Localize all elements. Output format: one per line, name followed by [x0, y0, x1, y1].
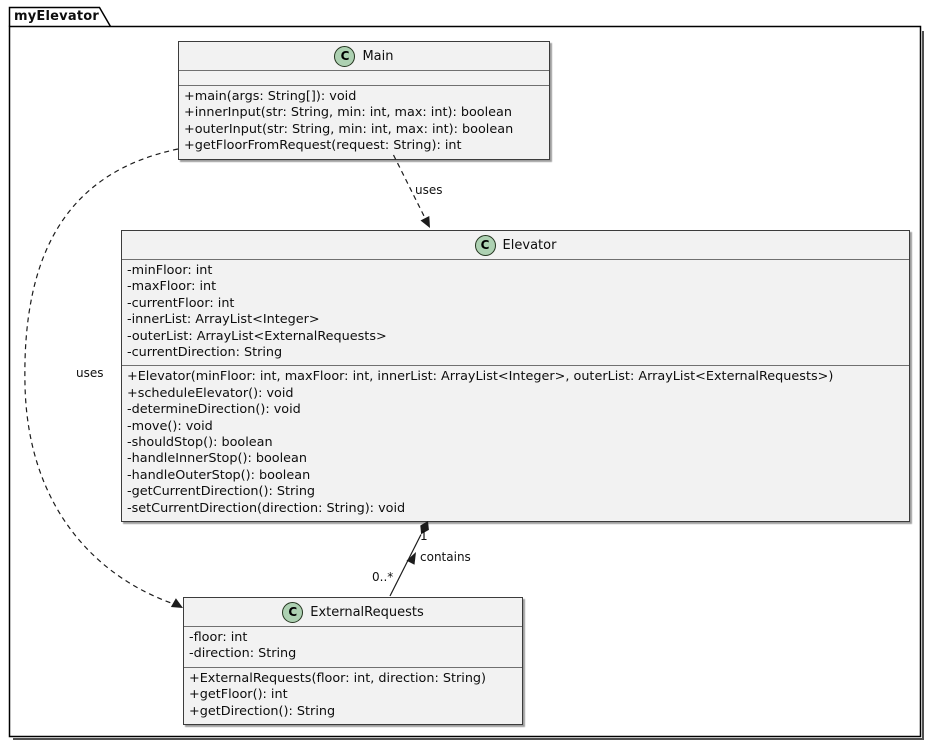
class-name: ExternalRequests	[310, 604, 424, 620]
frame-title: myElevator	[14, 9, 99, 24]
contains-label: contains	[420, 550, 471, 564]
field-line: -outerList: ArrayList<ExternalRequests>	[127, 328, 387, 344]
class-header: C Main	[179, 42, 549, 70]
class-box-externalrequests: C ExternalRequests -floor: int-direction…	[183, 597, 523, 726]
uses-label-main-elevator: uses	[415, 183, 443, 197]
fields-section: -floor: int-direction: String	[184, 626, 522, 667]
class-box-elevator: C Elevator -minFloor: int-maxFloor: int-…	[121, 230, 910, 523]
method-line: +Elevator(minFloor: int, maxFloor: int, …	[127, 369, 834, 385]
contains-direction-arrow-icon	[406, 552, 416, 565]
field-line: -floor: int	[189, 630, 248, 645]
field-line: -currentFloor: int	[127, 295, 235, 311]
field-line: -minFloor: int	[127, 263, 213, 278]
class-icon: C	[334, 45, 356, 67]
class-icon: C	[474, 234, 496, 256]
class-icon-letter: C	[480, 238, 490, 252]
method-line: +main(args: String[]): void	[184, 89, 357, 104]
class-name: Main	[362, 48, 394, 64]
methods-section: +ExternalRequests(floor: int, direction:…	[184, 666, 522, 724]
field-line: -maxFloor: int	[127, 279, 217, 295]
class-header: C ExternalRequests	[184, 598, 522, 626]
method-line: -shouldStop(): boolean	[127, 435, 273, 451]
fields-section	[179, 70, 549, 85]
class-icon-letter: C	[288, 605, 298, 619]
method-line: +outerInput(str: String, min: int, max: …	[184, 121, 514, 137]
class-icon-letter: C	[340, 49, 350, 63]
fields-section: -minFloor: int-maxFloor: int-currentFloo…	[122, 259, 909, 365]
field-line: -innerList: ArrayList<Integer>	[127, 312, 320, 328]
method-line: +getDirection(): String	[189, 703, 336, 719]
method-line: -handleOuterStop(): boolean	[127, 467, 311, 483]
method-line: -move(): void	[127, 418, 213, 434]
uses-arrowhead-main-externalrequests	[170, 598, 183, 608]
method-line: +scheduleElevator(): void	[127, 385, 294, 401]
method-line: -determineDirection(): void	[127, 402, 301, 418]
method-line: -getCurrentDirection(): String	[127, 484, 316, 500]
uses-arrowhead-main-elevator	[420, 216, 430, 228]
class-name: Elevator	[502, 237, 557, 253]
field-line: -direction: String	[189, 646, 297, 662]
method-line: +innerInput(str: String, min: int, max: …	[184, 105, 512, 121]
method-line: +getFloor(): int	[189, 687, 288, 703]
class-header: C Elevator	[122, 231, 909, 259]
method-line: -setCurrentDirection(direction: String):…	[127, 500, 406, 516]
class-icon: C	[282, 601, 304, 623]
multiplicity-elevator-end: 1	[420, 529, 428, 543]
field-line: -currentDirection: String	[127, 345, 283, 361]
method-line: -handleInnerStop(): boolean	[127, 451, 307, 467]
class-box-main: C Main +main(args: String[]): void+inner…	[178, 41, 550, 160]
uses-label-main-externalrequests: uses	[76, 366, 104, 380]
contains-edge	[389, 534, 422, 597]
method-line: +ExternalRequests(floor: int, direction:…	[189, 670, 487, 686]
method-line: +getFloorFromRequest(request: String): i…	[184, 138, 462, 154]
methods-section: +main(args: String[]): void+innerInput(s…	[179, 85, 549, 159]
multiplicity-externalrequests-end: 0..*	[372, 570, 394, 584]
methods-section: +Elevator(minFloor: int, maxFloor: int, …	[122, 365, 909, 521]
